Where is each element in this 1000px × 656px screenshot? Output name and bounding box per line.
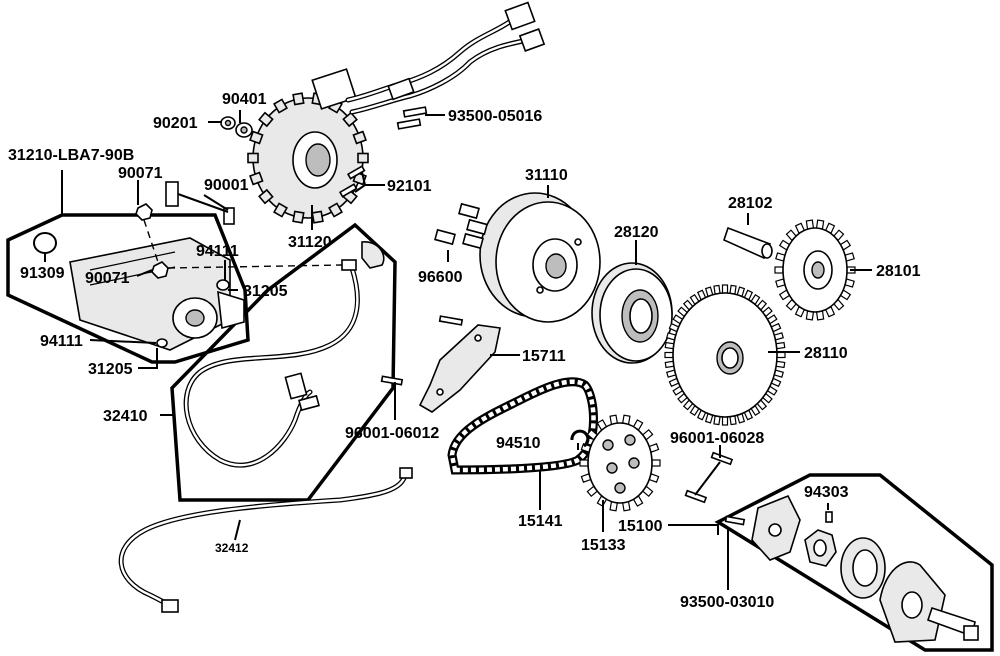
starter-motor-31210 [69, 237, 245, 351]
gear-tooth [258, 111, 274, 128]
alignment-line-terminal [167, 264, 343, 269]
label-15133: 15133 [581, 537, 626, 554]
bolts-96600 [434, 202, 488, 250]
label-31210-lba7-90b: 31210-LBA7-90B [8, 147, 134, 164]
gear-tooth [249, 171, 264, 186]
label-31120: 31120 [288, 234, 332, 251]
label-15141: 15141 [518, 513, 563, 530]
alignment-line-nut [143, 219, 159, 263]
shaft-28102 [723, 226, 773, 260]
washer-90201 [220, 116, 236, 130]
oil-pump-outer-rotor [840, 537, 886, 599]
label-28101: 28101 [876, 263, 921, 280]
gear-tooth [721, 284, 729, 294]
washer-90401 [235, 122, 253, 138]
gear-tooth [579, 459, 589, 467]
gear-tooth [273, 202, 288, 218]
label-94510: 94510 [496, 435, 541, 452]
washer-94111-upper [216, 279, 230, 291]
starter-motor-group-outline [6, 213, 250, 364]
gear-tooth [292, 210, 305, 224]
stator-wire-harness [345, 1, 546, 115]
gear-tooth [342, 111, 358, 128]
label-96001-06028: 96001-06028 [670, 430, 764, 447]
label-90401: 90401 [222, 91, 267, 108]
label-93500-05016: 93500-05016 [448, 108, 542, 125]
label-90071-terminal: 90071 [85, 270, 130, 287]
o-ring-91309 [33, 232, 57, 254]
driven-gear-28110 [664, 284, 786, 426]
bolt-93500-03010 [724, 515, 746, 526]
idle-gear-28101 [774, 219, 856, 321]
flywheel-31110 [479, 192, 601, 323]
label-28110: 28110 [804, 345, 848, 362]
part-labels: 31210-LBA7-90B 90071 90001 90201 90401 9… [8, 91, 921, 611]
drive-sprocket-15133 [579, 414, 661, 512]
label-31110: 31110 [525, 167, 568, 184]
label-94111-lower: 94111 [40, 333, 83, 350]
label-90001: 90001 [204, 177, 249, 194]
terminal-nut-90071 [151, 261, 169, 279]
gear-tooth [774, 266, 784, 274]
starter-clutch-group-outline [714, 473, 994, 652]
label-92101: 92101 [387, 178, 432, 195]
gear-tooth [311, 210, 324, 224]
oil-pump-inner-rotor [804, 529, 837, 567]
label-32410: 32410 [103, 408, 148, 425]
oil-pump-body [879, 561, 946, 643]
ground-cable-32412 [118, 467, 413, 613]
label-94111-upper: 94111 [196, 243, 239, 260]
gear-tooth [651, 459, 661, 467]
gear-tooth [247, 152, 259, 164]
starter-cable-32410 [183, 241, 385, 468]
gear-tooth [328, 202, 343, 218]
label-31205-lower: 31205 [88, 361, 133, 378]
gear-tooth [249, 130, 264, 145]
gear-tooth [776, 351, 786, 359]
gear-tooth [273, 98, 288, 114]
label-28120: 28120 [614, 224, 659, 241]
oil-pump-chain-15141 [447, 377, 598, 475]
label-96001-06012: 96001-06012 [345, 425, 439, 442]
washer-94111-lower [156, 338, 168, 348]
chain-guide-15711 [418, 324, 501, 413]
bolt-90001 [165, 181, 235, 225]
label-90071-top: 90071 [118, 165, 163, 182]
label-32412: 32412 [215, 541, 249, 555]
screws-92101 [338, 165, 366, 198]
gear-tooth [352, 130, 367, 145]
bolt-93500-05016 [396, 106, 428, 130]
label-31205-upper: 31205 [243, 283, 288, 300]
bolt-96001-06012 [380, 315, 464, 386]
leader-lines [44, 110, 872, 590]
gear-tooth [292, 92, 305, 106]
label-90201: 90201 [153, 115, 198, 132]
label-15711: 15711 [522, 348, 566, 365]
oil-pump-shaft [926, 606, 979, 641]
oil-pump-cover [751, 494, 801, 561]
label-15100: 15100 [618, 518, 663, 535]
label-96600: 96600 [418, 269, 463, 286]
nut-90071-top [135, 203, 153, 221]
starter-clutch-28120 [591, 262, 673, 364]
gear-tooth [664, 351, 674, 359]
label-94303: 94303 [804, 484, 849, 501]
gear-tooth [721, 416, 729, 426]
pin-94303 [825, 511, 833, 523]
gear-tooth [258, 188, 274, 205]
starter-cable-group-outline [170, 222, 397, 502]
label-28102: 28102 [728, 195, 773, 212]
label-93500-03010: 93500-03010 [680, 594, 774, 611]
circlip-94510 [570, 429, 590, 448]
label-91309: 91309 [20, 265, 65, 282]
gear-tooth [357, 152, 369, 164]
